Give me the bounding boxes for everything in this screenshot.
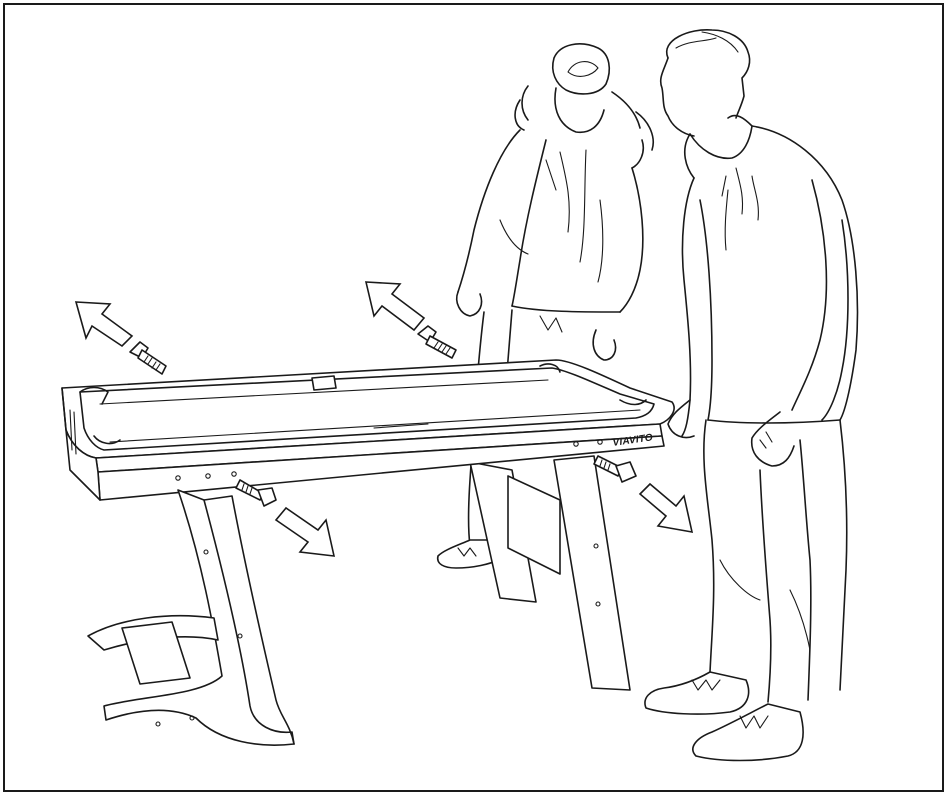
table-back-legs <box>470 456 630 690</box>
person-left <box>438 44 654 568</box>
bolt-icon <box>130 342 166 374</box>
arrow-icon <box>640 484 692 532</box>
arrow-icon <box>276 508 334 556</box>
table-front-leg <box>88 490 294 745</box>
bolt-icon <box>418 326 456 358</box>
arrow-icon <box>76 302 132 346</box>
bolt-icon <box>594 456 636 482</box>
arrow-icon <box>366 282 424 330</box>
person-right <box>645 30 857 761</box>
